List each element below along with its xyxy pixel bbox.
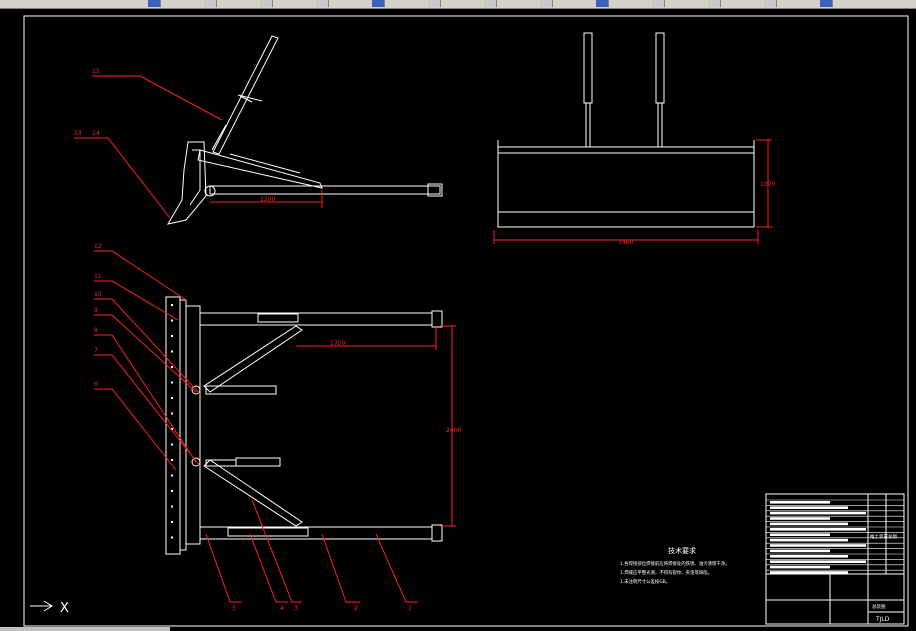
balloon-6: 6 — [94, 381, 98, 388]
notes-line-1: 1.各焊接部位焊接前应将焊接处的铁锈、油污清理干净。 — [620, 560, 730, 567]
blade-bolt-hole — [171, 319, 173, 322]
help-icon[interactable] — [820, 0, 833, 7]
paste-icon[interactable] — [372, 0, 385, 7]
title-block-text-fill — [770, 544, 866, 547]
blade-bolt-hole — [171, 350, 173, 353]
blade-bolt-hole — [171, 505, 173, 508]
title-block-text-fill — [770, 511, 866, 515]
title-block-text-fill — [770, 506, 848, 509]
balloon-8: 8 — [94, 327, 98, 334]
print-icon[interactable] — [204, 0, 217, 7]
balloon-15: 15 — [92, 68, 100, 75]
top-dim-horizontal: 1750 — [330, 340, 345, 347]
title-block-text-fill — [770, 501, 830, 504]
top-dim-vertical: 2460 — [446, 427, 461, 434]
title-block-rows — [766, 499, 904, 574]
balloon-12: 12 — [94, 243, 102, 250]
balloon-9: 9 — [94, 307, 98, 314]
title-block-material: 总装图 — [872, 603, 886, 610]
title-block — [765, 493, 905, 625]
title-block-code: TJLD — [875, 616, 890, 623]
zoom-icon[interactable] — [596, 0, 609, 7]
front-dims — [493, 139, 772, 244]
balloon-3a: 3 — [294, 605, 298, 612]
balloon-2: 2 — [354, 605, 358, 612]
balloon-11: 11 — [94, 273, 102, 280]
blade-bolt-hole — [171, 412, 173, 415]
side-dim-text: 1200 — [260, 196, 275, 203]
blade-bolt-hole — [171, 443, 173, 446]
layer-icon[interactable] — [652, 0, 665, 7]
notes-line-2: 1.焊缝应平整光滑，不得有裂纹、夹渣等缺陷。 — [620, 569, 712, 576]
match-icon[interactable] — [764, 0, 777, 7]
blade-bolt-hole — [171, 459, 173, 461]
ucs-axis-label: X — [60, 601, 69, 616]
balloon-4: 4 — [280, 605, 284, 612]
top-leaders-bottom — [205, 499, 418, 603]
redo-icon[interactable] — [484, 0, 497, 7]
balloon-14: 14 — [92, 130, 100, 137]
title-block-text-fill — [770, 549, 830, 553]
title-block-text-fill — [770, 565, 830, 569]
title-block-text-fill — [770, 533, 830, 536]
title-block-text-fill — [770, 560, 866, 563]
side-leaders — [74, 75, 223, 219]
blade-bolt-hole — [171, 304, 173, 306]
side-dim — [210, 190, 323, 208]
title-block-name: 推土装置总图 — [870, 533, 897, 540]
top-leaders-left — [94, 250, 201, 471]
title-block-text-fill — [770, 571, 848, 574]
top-blade-holes — [171, 304, 173, 539]
title-block-text-fill — [770, 555, 848, 558]
blade-bolt-hole — [171, 366, 173, 368]
front-view — [497, 32, 755, 228]
top-view — [165, 296, 443, 555]
undo-icon[interactable] — [428, 0, 441, 7]
side-view — [166, 35, 443, 225]
blade-bolt-hole — [171, 490, 173, 492]
ucs-icon — [30, 600, 53, 612]
balloon-5: 5 — [232, 605, 236, 612]
notes-title: 技术要求 — [668, 546, 696, 555]
drawing-frame — [23, 15, 909, 627]
copy-icon[interactable] — [316, 0, 329, 7]
command-line[interactable] — [0, 627, 170, 631]
balloon-7: 7 — [94, 347, 98, 354]
drawing-canvas[interactable]: 1200 15 13 14 3460 1070 — [0, 9, 916, 631]
balloon-1: 1 — [408, 605, 412, 612]
title-block-text-fill — [770, 522, 848, 526]
title-block-text-fill — [770, 517, 830, 520]
title-block-text-fill — [770, 528, 866, 531]
open-icon[interactable] — [260, 0, 273, 7]
blade-bolt-hole — [171, 428, 173, 430]
pan-icon[interactable] — [540, 0, 553, 7]
blade-bolt-hole — [171, 397, 173, 399]
blade-bolt-hole — [171, 474, 173, 477]
blade-bolt-hole — [171, 536, 173, 539]
balloon-13: 13 — [74, 130, 82, 137]
front-dim-width: 3460 — [618, 239, 633, 246]
notes-line-3: 1.未注明尺寸公差按GB。 — [620, 578, 670, 585]
balloon-10: 10 — [94, 291, 102, 298]
top-dims — [296, 325, 456, 527]
save-icon[interactable] — [148, 0, 161, 7]
front-dim-height: 1070 — [760, 181, 775, 188]
blade-bolt-hole — [171, 335, 173, 337]
toolbar — [0, 0, 916, 9]
cad-drawing: 1200 15 13 14 3460 1070 — [23, 15, 909, 627]
blade-bolt-hole — [171, 521, 173, 523]
properties-icon[interactable] — [708, 0, 721, 7]
blade-bolt-hole — [171, 381, 173, 384]
title-block-text-fill — [770, 538, 848, 542]
